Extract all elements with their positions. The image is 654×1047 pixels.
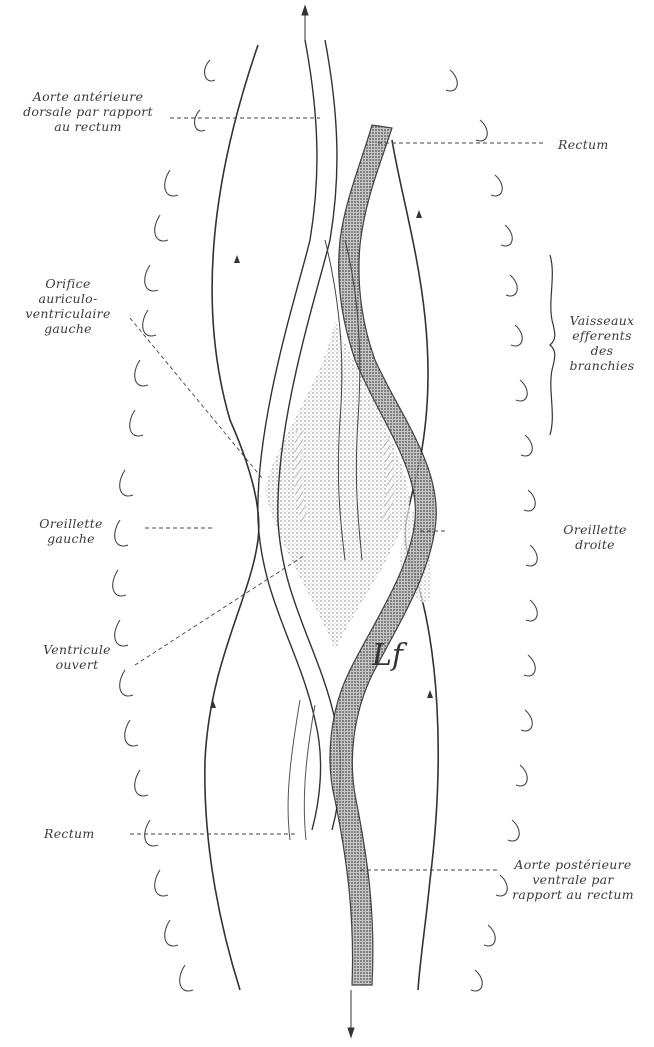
left-branchial-vessels [113,60,215,991]
top-arrow [302,6,308,40]
label-aorte-posterieure: Aorte postérieure ventrale par rapport a… [498,857,648,902]
right-branchial-vessels [446,70,537,991]
label-oreillette-droite: Oreillette droite [548,522,642,552]
label-rectum-top: Rectum [558,137,609,152]
label-vaisseaux: Vaisseaux efferents des branchies [554,313,650,373]
bottom-arrow [348,990,354,1037]
left-efferent-vessel [205,45,259,990]
label-aorte-anterieure: Aorte antérieure dorsale par rapport au … [6,89,170,134]
label-rectum-bottom: Rectum [44,826,95,841]
label-ventricule: Ventricule ouvert [22,642,132,672]
artist-monogram: Lf [371,638,408,673]
label-oreillette-gauche: Oreillette gauche [16,516,126,546]
label-orifice: Orifice auriculo- ventriculaire gauche [8,276,128,336]
